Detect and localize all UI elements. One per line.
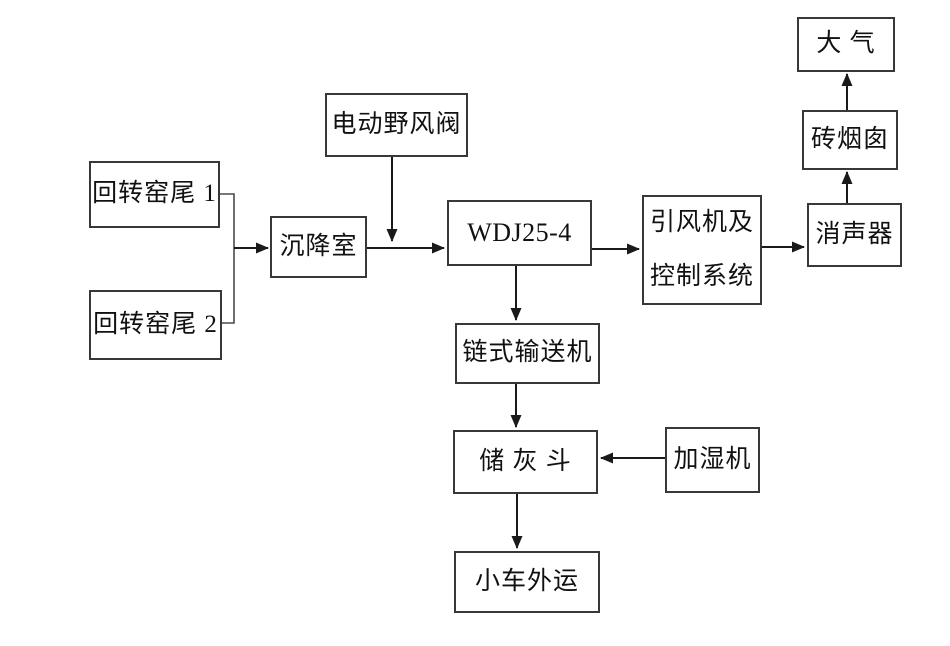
- node-atmosphere: 大 气: [797, 17, 895, 72]
- node-ash-storage-hopper: 储 灰 斗: [453, 430, 598, 494]
- node-humidifier: 加湿机: [665, 427, 760, 493]
- node-muffler-label: 消声器: [815, 220, 894, 248]
- node-electric-fresh-air-valve-label: 电动野风阀: [331, 110, 462, 138]
- node-cart-transport-out-label: 小车外运: [474, 567, 579, 595]
- node-chain-conveyor-label: 链式输送机: [462, 339, 593, 367]
- node-chain-conveyor: 链式输送机: [455, 323, 600, 384]
- node-brick-chimney: 砖烟囱: [802, 110, 898, 170]
- node-settling-chamber-label: 沉降室: [279, 232, 358, 260]
- node-wdj25-4-dust-collector: WDJ25-4: [447, 200, 592, 266]
- node-ash-storage-hopper-label: 储 灰 斗: [479, 447, 572, 475]
- node-induced-draft-fan-label: 引风机及 控制系统: [649, 209, 754, 290]
- node-rotary-kiln-tail-1-label: 回转窑尾 1: [92, 180, 217, 208]
- node-brick-chimney-label: 砖烟囱: [810, 125, 889, 153]
- node-rotary-kiln-tail-2-label: 回转窑尾 2: [93, 310, 218, 338]
- node-electric-fresh-air-valve: 电动野风阀: [325, 93, 468, 157]
- node-settling-chamber: 沉降室: [270, 216, 367, 278]
- node-rotary-kiln-tail-2: 回转窑尾 2: [89, 290, 222, 360]
- node-induced-draft-fan-control-system: 引风机及 控制系统: [642, 195, 762, 305]
- node-muffler: 消声器: [807, 203, 902, 267]
- node-cart-transport-out: 小车外运: [454, 551, 600, 613]
- edge-kiln-merge-bracket: [220, 193, 235, 324]
- node-rotary-kiln-tail-1: 回转窑尾 1: [89, 161, 220, 228]
- node-atmosphere-label: 大 气: [816, 30, 876, 58]
- node-wdj25-4-label: WDJ25-4: [467, 218, 572, 248]
- node-humidifier-label: 加湿机: [673, 445, 752, 473]
